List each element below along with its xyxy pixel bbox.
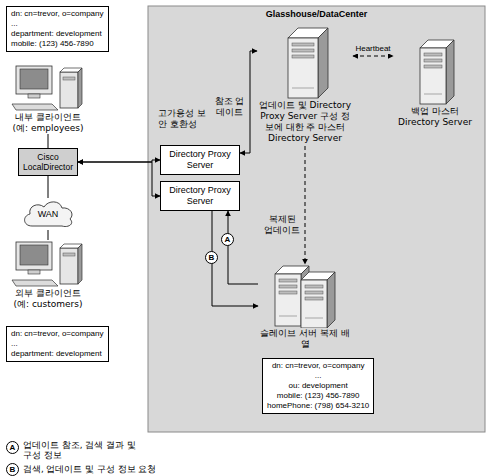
icon-holder xyxy=(8,240,88,288)
node-text: dn: cn=trevor, o=company xyxy=(267,361,369,371)
connector xyxy=(305,146,306,264)
connector xyxy=(48,176,49,198)
node-text: 슬레이브 서버 복제 배열 xyxy=(258,328,352,350)
computer-icon xyxy=(8,240,88,288)
master-server: 업데이트 및 Directory Proxy Server 구성 정보에 대한 … xyxy=(257,26,353,144)
node-text: ... xyxy=(11,339,104,349)
edge-label: Heartbeat xyxy=(354,44,392,54)
node-text: ... xyxy=(11,19,104,29)
server-icon xyxy=(410,38,460,106)
node-text: ... xyxy=(267,371,369,381)
backup-server: 백업 마스터 Directory Server xyxy=(393,38,477,128)
entry-box: dn: cn=trevor, o=company...department: d… xyxy=(6,326,109,362)
icon-holder xyxy=(8,64,88,112)
server-icon xyxy=(270,26,340,100)
node-text: 업데이트 및 Directory Proxy Server 구성 정보에 대한 … xyxy=(257,100,353,144)
icon-holder xyxy=(265,264,345,328)
node-text: department: development xyxy=(11,29,104,39)
load-balancer-box: Cisco LocalDirector xyxy=(18,148,78,176)
callout-letter: B xyxy=(205,251,218,264)
node-text: Cisco LocalDirector xyxy=(21,152,75,172)
icon-holder xyxy=(270,26,340,100)
node-text: 내부 클라이언트 (예: employees) xyxy=(8,112,88,134)
proxy-box: Directory Proxy Server xyxy=(160,181,240,211)
edge-label: 참조 업데이트 xyxy=(211,96,248,118)
icon-holder xyxy=(410,38,460,106)
connector xyxy=(78,162,160,196)
callout-letter: A xyxy=(221,233,234,246)
node-text: WAN xyxy=(38,209,59,220)
connector xyxy=(353,56,393,57)
connector xyxy=(228,211,258,284)
edge-label: 복제된 업데이트 xyxy=(263,214,301,236)
note-label: 고가용성 보안 호환성 xyxy=(158,108,206,130)
connector xyxy=(212,211,258,306)
node-text: dn: cn=trevor, o=company xyxy=(11,9,104,19)
legend-callout: A xyxy=(6,441,19,454)
legend-text: 업데이트 참조, 검색 결과 및 구성 정보 xyxy=(23,440,141,460)
node-text: 외부 클라이언트 (예: customers) xyxy=(8,288,88,310)
client-computer: 내부 클라이언트 (예: employees) xyxy=(8,64,88,134)
node-text: department: development xyxy=(11,349,104,359)
proxy-box: Directory Proxy Server xyxy=(160,145,240,175)
computer-icon xyxy=(8,64,88,112)
node-text: homePhone: (798) 654-3210 xyxy=(267,401,369,411)
client-computer: 외부 클라이언트 (예: customers) xyxy=(8,240,88,310)
node-text: Glasshouse/DataCenter xyxy=(148,9,485,20)
legend-callout: B xyxy=(6,463,19,476)
wan-cloud: WAN xyxy=(20,198,76,230)
legend-text: 검색, 업데이트 및 구성 정보 요청 xyxy=(23,464,223,474)
server-array-icon xyxy=(265,264,345,328)
entry-box: dn: cn=trevor, o=company...ou: developme… xyxy=(262,358,374,414)
datacenter-region: Glasshouse/DataCenter 업데이트 및 Directory Pr… xyxy=(148,6,485,432)
node-text: Directory Proxy Server xyxy=(163,149,237,171)
node-text: 백업 마스터 Directory Server xyxy=(393,106,477,128)
entry-box: dn: cn=trevor, o=company...department: d… xyxy=(6,6,109,52)
connector xyxy=(48,230,49,240)
connector xyxy=(48,134,49,148)
node-text: mobile: (123) 456-7890 xyxy=(11,39,104,49)
node-text: mobile: (123) 456-7890 xyxy=(267,391,369,401)
node-text: ou: development xyxy=(267,381,369,391)
datacenter-ground xyxy=(148,6,485,432)
node-text: Directory Proxy Server xyxy=(163,185,237,207)
slave-servers: 슬레이브 서버 복제 배열 xyxy=(258,264,352,350)
node-text: dn: cn=trevor, o=company xyxy=(11,329,104,339)
